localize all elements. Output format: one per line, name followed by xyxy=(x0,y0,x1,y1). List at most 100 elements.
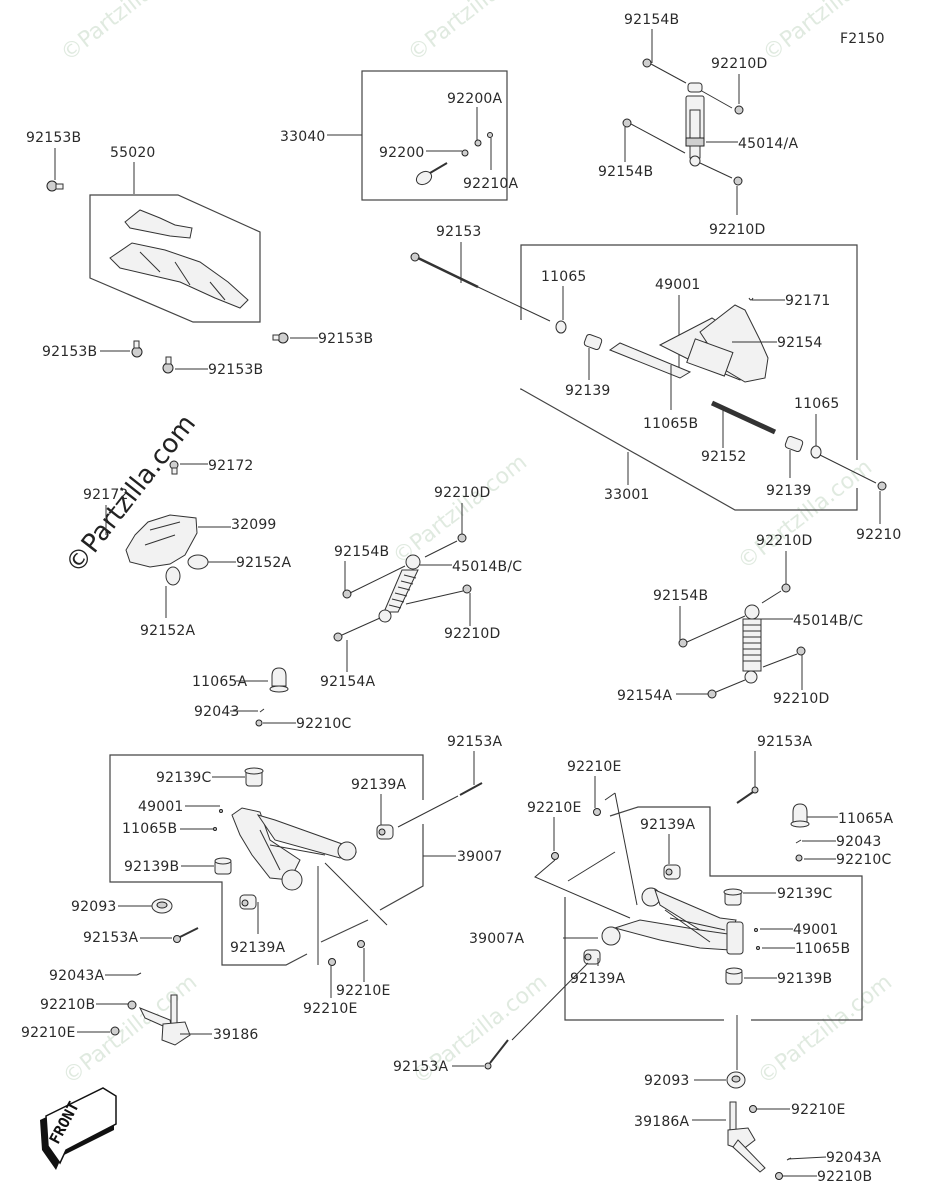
group-32099: 92172 92172 32099 92152A 92152A xyxy=(83,458,292,639)
label-92154A[interactable]: 92154A xyxy=(320,674,376,690)
label-92210E[interactable]: 92210E xyxy=(21,1025,76,1041)
label-92210[interactable]: 92210 xyxy=(856,527,902,543)
label-92093[interactable]: 92093 xyxy=(644,1073,690,1089)
label-92210D[interactable]: 92210D xyxy=(434,485,491,501)
label-92153B[interactable]: 92153B xyxy=(42,344,97,360)
label-92171[interactable]: 92171 xyxy=(785,293,831,309)
label-11065B[interactable]: 11065B xyxy=(122,821,177,837)
nut-icon xyxy=(462,584,472,594)
label-92139[interactable]: 92139 xyxy=(766,483,812,499)
label-92172[interactable]: 92172 xyxy=(208,458,254,474)
label-49001[interactable]: 49001 xyxy=(793,922,839,938)
nut-icon xyxy=(474,139,482,147)
label-92152[interactable]: 92152 xyxy=(701,449,747,465)
label-92153B[interactable]: 92153B xyxy=(318,331,373,347)
label-92210E[interactable]: 92210E xyxy=(791,1102,846,1118)
label-92139A[interactable]: 92139A xyxy=(640,817,696,833)
label-92139C[interactable]: 92139C xyxy=(777,886,833,902)
label-92210E[interactable]: 92210E xyxy=(527,800,582,816)
label-92139B[interactable]: 92139B xyxy=(124,859,179,875)
label-92210E[interactable]: 92210E xyxy=(336,983,391,999)
nut-icon xyxy=(775,1172,783,1180)
nut-icon xyxy=(127,1000,137,1010)
bearing-icon xyxy=(726,1071,746,1089)
label-92153B[interactable]: 92153B xyxy=(208,362,263,378)
diagram-code: F2150 xyxy=(840,31,885,47)
label-92153B[interactable]: 92153B xyxy=(26,130,81,146)
label-92152A[interactable]: 92152A xyxy=(140,623,196,639)
swingarm-icon xyxy=(608,304,769,383)
label-92154A[interactable]: 92154A xyxy=(617,688,673,704)
label-92139A[interactable]: 92139A xyxy=(230,940,286,956)
nut-icon xyxy=(110,1026,120,1036)
label-92153A[interactable]: 92153A xyxy=(757,734,813,750)
label-92153A[interactable]: 92153A xyxy=(83,930,139,946)
bolt-icon xyxy=(642,58,687,84)
label-92210E[interactable]: 92210E xyxy=(567,759,622,775)
label-92093[interactable]: 92093 xyxy=(71,899,117,915)
bushing-icon xyxy=(725,967,743,985)
label-39186A[interactable]: 39186A xyxy=(634,1114,690,1130)
label-11065A[interactable]: 11065A xyxy=(192,674,248,690)
group-33001: 92153 11065 92139 49001 92171 92154 1106… xyxy=(410,224,902,543)
label-45014BC[interactable]: 45014B/C xyxy=(793,613,863,629)
label-92139A[interactable]: 92139A xyxy=(570,971,626,987)
label-92210C[interactable]: 92210C xyxy=(296,716,352,732)
label-32099[interactable]: 32099 xyxy=(231,517,277,533)
label-11065A[interactable]: 11065A xyxy=(838,811,894,827)
bolt-icon xyxy=(131,340,143,358)
label-92172[interactable]: 92172 xyxy=(83,487,129,503)
label-92153A[interactable]: 92153A xyxy=(447,734,503,750)
label-92139B[interactable]: 92139B xyxy=(777,971,832,987)
label-45014A[interactable]: 45014/A xyxy=(738,136,798,152)
label-39186[interactable]: 39186 xyxy=(213,1027,259,1043)
bolt-icon xyxy=(272,332,289,344)
label-49001[interactable]: 49001 xyxy=(138,799,184,815)
label-92210B[interactable]: 92210B xyxy=(40,997,95,1013)
label-92043A[interactable]: 92043A xyxy=(826,1150,882,1166)
label-92139C[interactable]: 92139C xyxy=(156,770,212,786)
frame-33001-top xyxy=(520,244,858,460)
label-92210D[interactable]: 92210D xyxy=(711,56,768,72)
label-92043[interactable]: 92043 xyxy=(836,834,882,850)
label-92210D[interactable]: 92210D xyxy=(444,626,501,642)
label-92154B[interactable]: 92154B xyxy=(598,164,653,180)
label-49001[interactable]: 49001 xyxy=(655,277,701,293)
cotter-pin-icon xyxy=(259,708,265,713)
label-92210D[interactable]: 92210D xyxy=(773,691,830,707)
label-33001[interactable]: 33001 xyxy=(604,487,650,503)
group-55020: 92153B 55020 92153B 92153B 92153B xyxy=(26,130,373,378)
nut-icon xyxy=(457,533,467,543)
label-11065[interactable]: 11065 xyxy=(794,396,840,412)
label-92152A[interactable]: 92152A xyxy=(236,555,292,571)
label-92154[interactable]: 92154 xyxy=(777,335,823,351)
label-92200A[interactable]: 92200A xyxy=(447,91,503,107)
label-92153[interactable]: 92153 xyxy=(436,224,482,240)
label-92210E[interactable]: 92210E xyxy=(303,1001,358,1017)
label-92210D[interactable]: 92210D xyxy=(709,222,766,238)
label-55020[interactable]: 55020 xyxy=(110,145,156,161)
label-11065B[interactable]: 11065B xyxy=(643,416,698,432)
label-39007[interactable]: 39007 xyxy=(457,849,503,865)
label-92210D[interactable]: 92210D xyxy=(756,533,813,549)
label-39007A[interactable]: 39007A xyxy=(469,931,525,947)
label-33040[interactable]: 33040 xyxy=(280,129,326,145)
washer-icon xyxy=(555,320,567,334)
label-45014BC[interactable]: 45014B/C xyxy=(452,559,522,575)
label-11065B[interactable]: 11065B xyxy=(795,941,850,957)
nut-icon xyxy=(877,481,887,491)
label-92043A[interactable]: 92043A xyxy=(49,968,105,984)
label-92154B[interactable]: 92154B xyxy=(653,588,708,604)
label-92210C[interactable]: 92210C xyxy=(836,852,892,868)
label-92200[interactable]: 92200 xyxy=(379,145,425,161)
nut-icon xyxy=(795,854,803,862)
label-92210B[interactable]: 92210B xyxy=(817,1169,872,1185)
label-92154B[interactable]: 92154B xyxy=(334,544,389,560)
label-92139[interactable]: 92139 xyxy=(565,383,611,399)
label-11065[interactable]: 11065 xyxy=(541,269,587,285)
label-92154B[interactable]: 92154B xyxy=(624,12,679,28)
label-92043[interactable]: 92043 xyxy=(194,704,240,720)
label-92139A[interactable]: 92139A xyxy=(351,777,407,793)
label-92210A[interactable]: 92210A xyxy=(463,176,519,192)
label-92153A[interactable]: 92153A xyxy=(393,1059,449,1075)
